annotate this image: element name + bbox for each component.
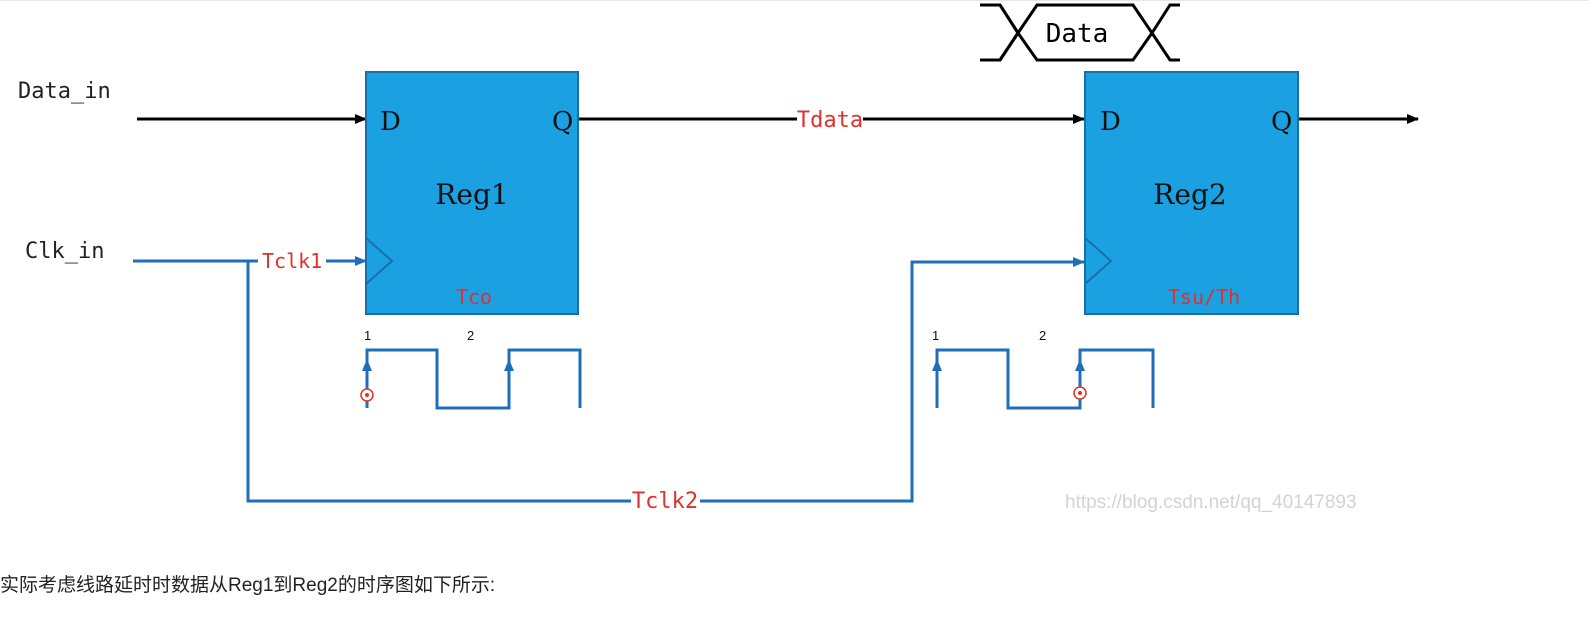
reg1-tco-label: Tco: [456, 285, 492, 309]
reg2-edge-2-label: 2: [1039, 328, 1046, 343]
reg1-clock-triangle: [365, 237, 394, 285]
reg1-block: D Q Reg1 Tco: [365, 71, 579, 315]
reg2-block: D Q Reg2 Tsu/Th: [1084, 71, 1299, 315]
reg1-d-pin: D: [380, 107, 401, 137]
reg2-name: Reg2: [1153, 178, 1226, 211]
caption-text: 实际考虑线路延时时数据从Reg1到Reg2的时序图如下所示:: [0, 575, 496, 596]
reg1-edge-2-label: 2: [467, 328, 474, 343]
timing-diagram: Data Data_in Clk_in Tdata D Q Reg1 Tco D…: [18, 3, 1419, 514]
tclk1-label: Tclk1: [262, 249, 322, 273]
reg2-d-pin: D: [1100, 107, 1121, 137]
data-window-label: Data: [1046, 19, 1109, 49]
reg1-q-pin: Q: [552, 107, 573, 137]
reg2-clock-waveform: 1 2: [932, 328, 1155, 410]
reg2-q-pin: Q: [1271, 107, 1292, 137]
reg2-clock-triangle: [1084, 237, 1113, 285]
watermark: https://blog.csdn.net/qq_40147893: [1065, 492, 1357, 513]
reg1-clock-waveform: 1 2: [360, 328, 582, 410]
reg1-name: Reg1: [435, 178, 508, 211]
data-in-label: Data_in: [18, 79, 111, 104]
tclk2-label: Tclk2: [632, 489, 698, 514]
tdata-label: Tdata: [797, 108, 863, 133]
tdata-label-bg: [797, 106, 863, 132]
data-window: Data: [980, 3, 1180, 62]
reg1-edge-1-label: 1: [364, 328, 371, 343]
top-divider: [0, 0, 1589, 1]
clock-network: Tclk1 Tclk2: [133, 249, 1085, 514]
reg2-edge-1-label: 1: [932, 328, 939, 343]
clk-in-label: Clk_in: [25, 239, 104, 264]
reg2-tsu-th-label: Tsu/Th: [1168, 285, 1240, 309]
